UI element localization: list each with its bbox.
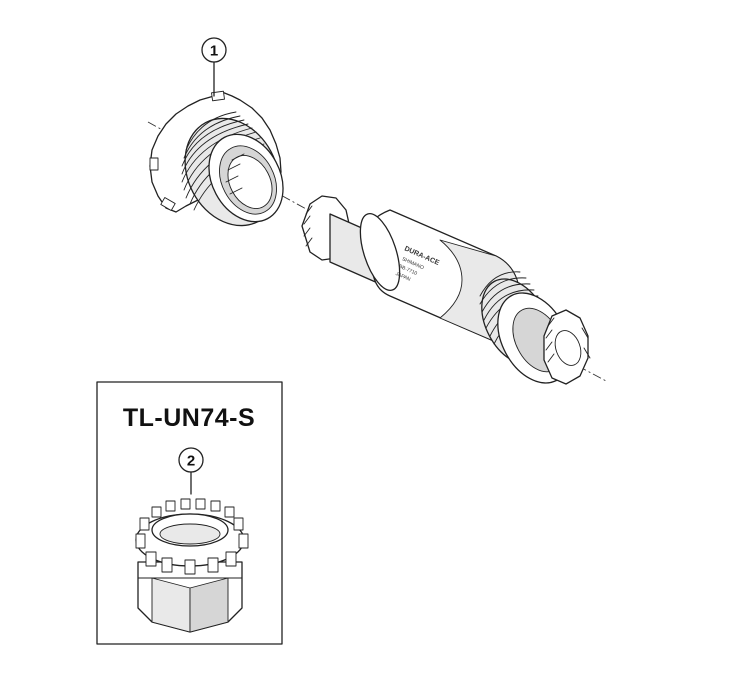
left-cup-adapter	[149, 90, 284, 227]
callout-1: 1	[201, 37, 227, 97]
tool-box: TL-UN74-S 2	[96, 381, 283, 645]
tool-title: TL-UN74-S	[123, 404, 255, 432]
callout-1-label: 1	[210, 43, 218, 60]
bottom-bracket-cartridge: DURA-ACE SHIMANO BB-7710 JAPAN	[301, 195, 591, 385]
callout-2: 2	[178, 447, 204, 495]
bottom-bracket-tool	[135, 498, 249, 633]
callout-2-label: 2	[187, 453, 195, 470]
